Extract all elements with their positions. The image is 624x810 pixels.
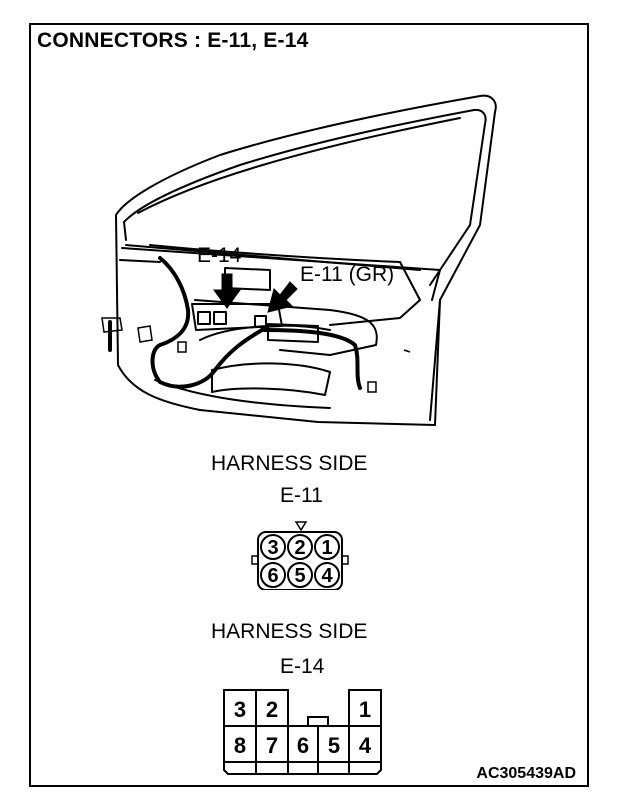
figure-code: AC305439AD: [476, 765, 576, 782]
e14-pin: 5: [328, 733, 340, 758]
e11-side-label: HARNESS SIDE: [211, 452, 368, 475]
e14-pin: 6: [297, 733, 309, 758]
e11-name: E-11: [280, 484, 323, 507]
e11-pin: 6: [267, 565, 278, 587]
e14-pin: 1: [359, 697, 371, 722]
e14-pin: 7: [266, 733, 278, 758]
e14-pin: 3: [234, 697, 246, 722]
e14-name: E-14: [280, 655, 325, 678]
e11-pin: 4: [321, 565, 333, 587]
callout-e11: E-11 (GR): [300, 263, 395, 286]
e11-pin: 1: [321, 537, 332, 559]
connector-e11: 3 2 1 6 5 4: [251, 521, 349, 590]
e11-pin: 5: [294, 565, 305, 587]
e14-pin: 2: [266, 697, 278, 722]
callout-e14: E-14: [197, 244, 242, 267]
e14-pin: 4: [359, 733, 372, 758]
e14-side-label: HARNESS SIDE: [211, 620, 368, 643]
connector-e14: 3 2 1 8 7 6 5 4: [223, 689, 382, 775]
e11-pin: 3: [267, 537, 278, 559]
key-triangle-icon: [294, 521, 308, 532]
e11-pin: 2: [294, 537, 305, 559]
e14-pin: 8: [234, 733, 246, 758]
figure-title: CONNECTORS : E-11, E-14: [37, 29, 309, 52]
figure-frame: [29, 23, 589, 787]
